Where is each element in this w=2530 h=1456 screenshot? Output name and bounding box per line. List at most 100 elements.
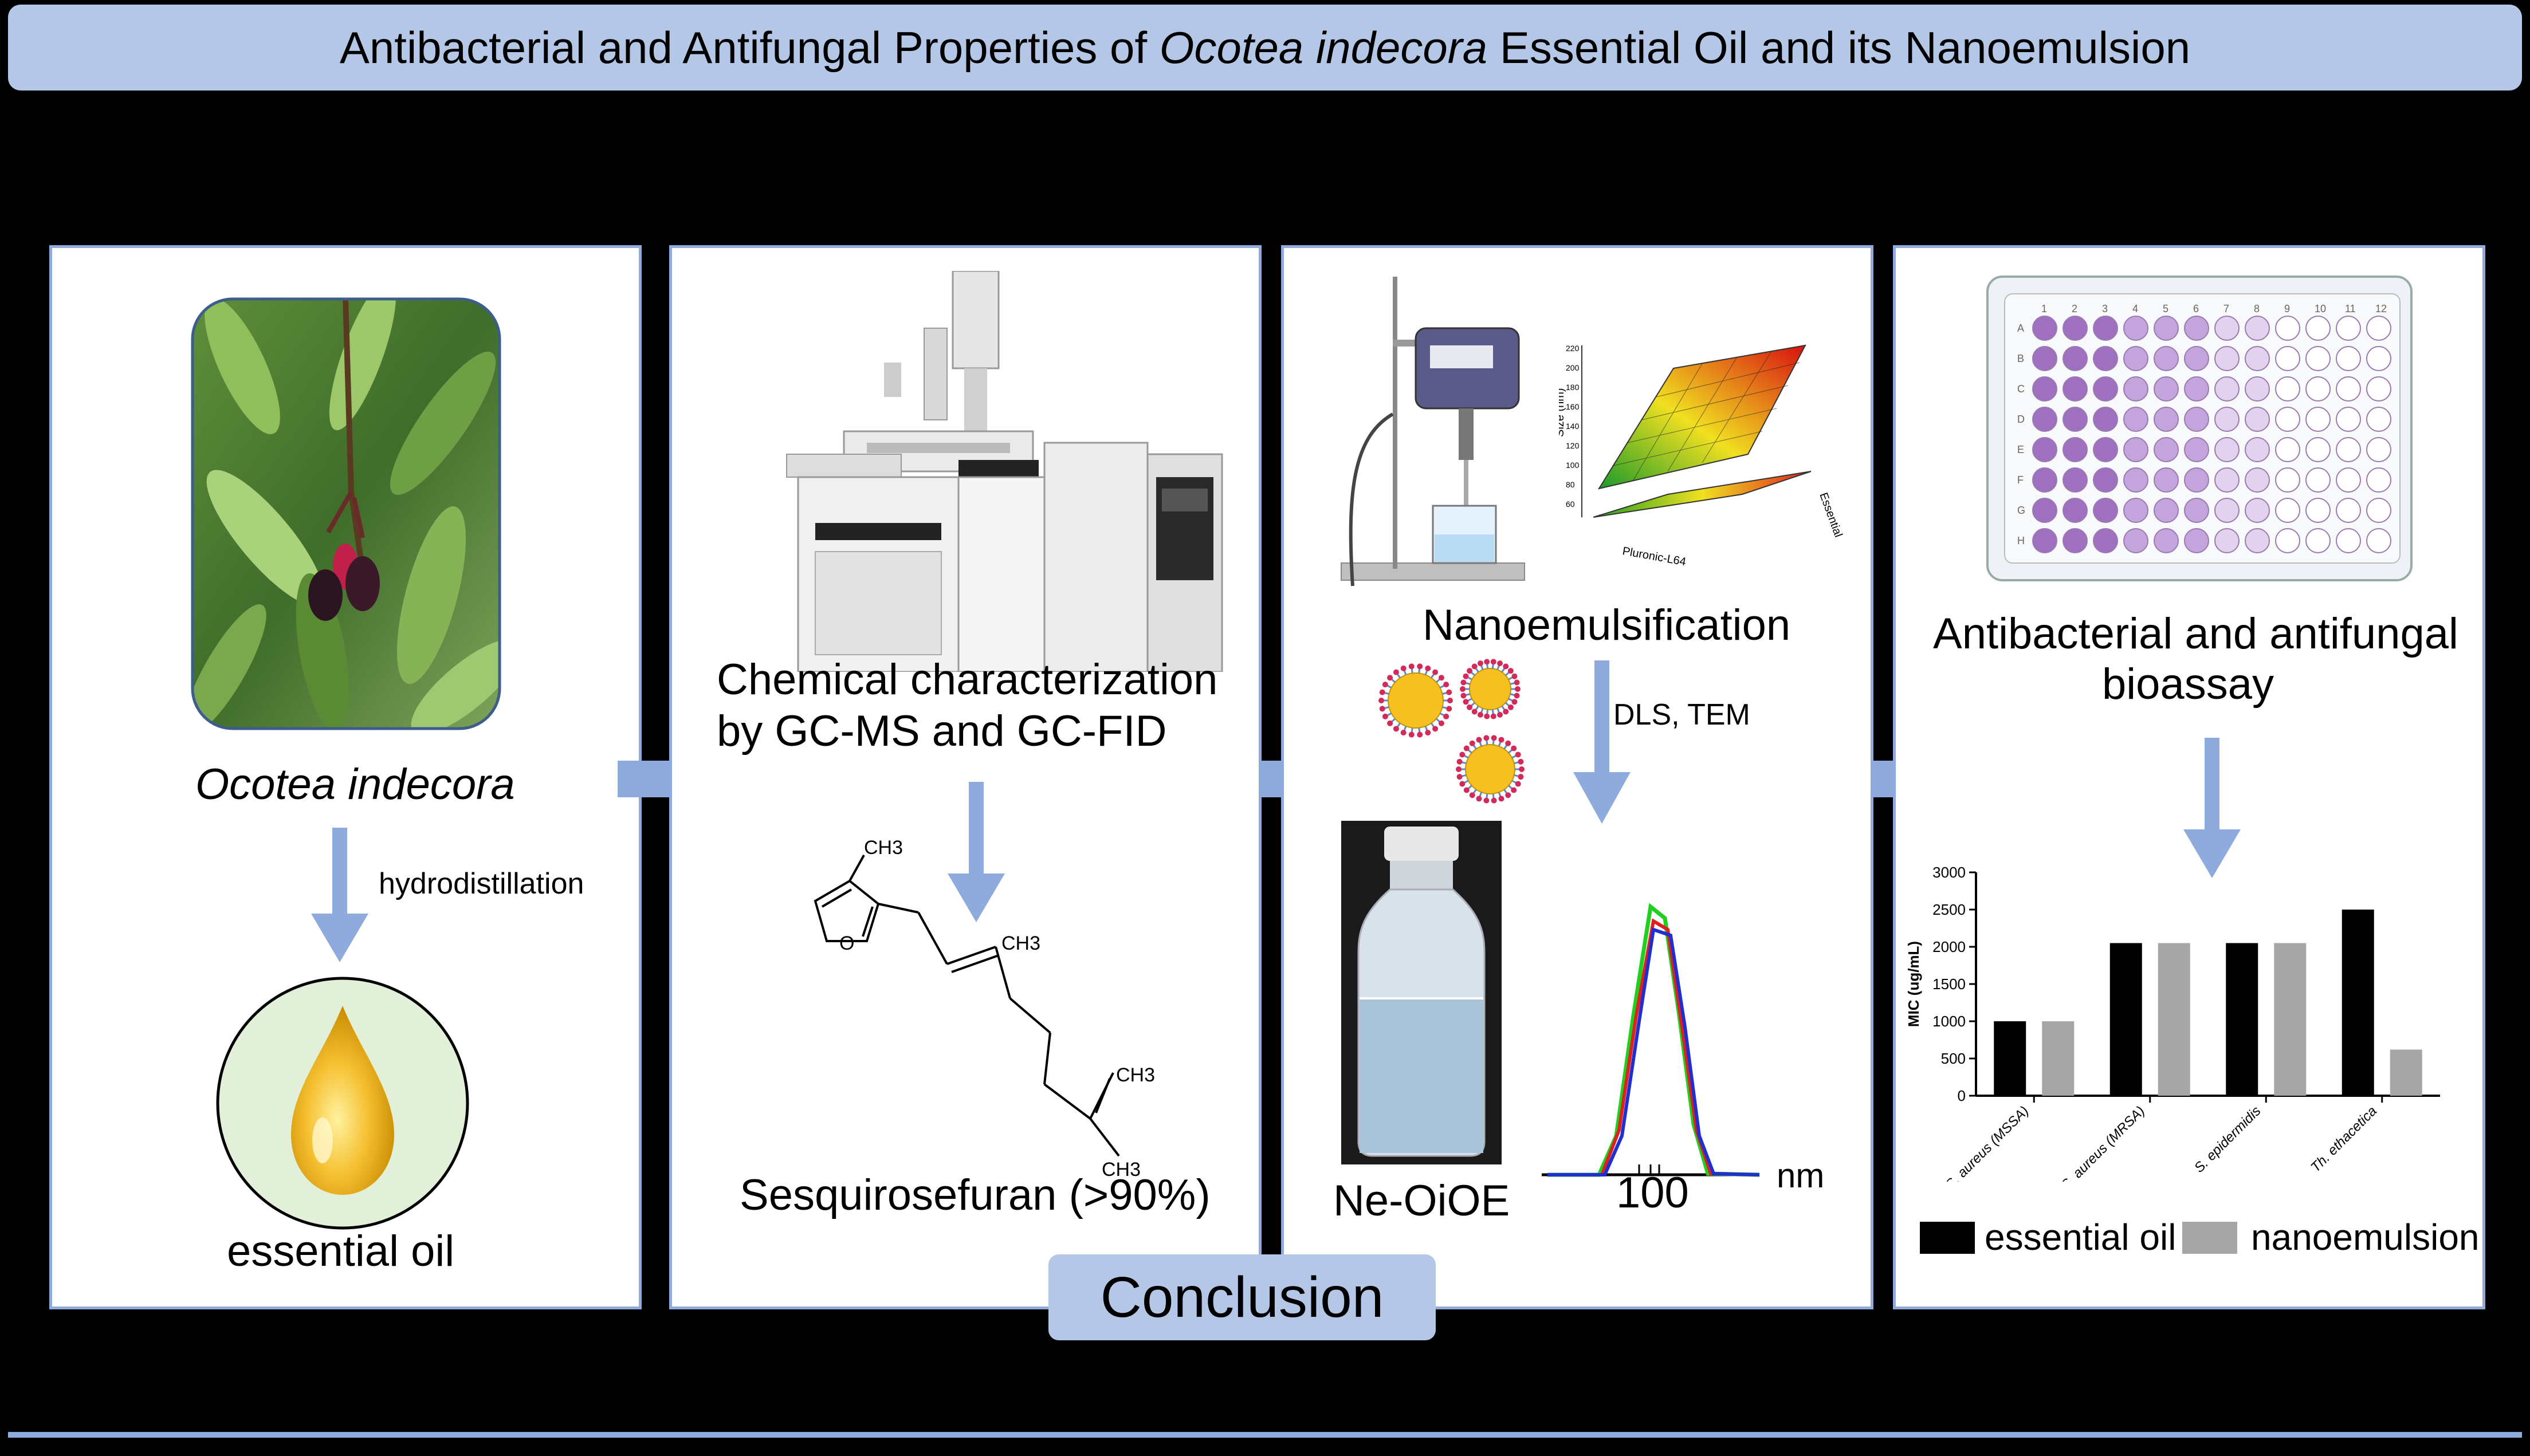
micelle-head xyxy=(1400,730,1407,736)
plate-column-label: 2 xyxy=(2072,303,2077,314)
legend-label-nanoemulsion: nanoemulsion xyxy=(2251,1217,2480,1258)
plate-column-label: 8 xyxy=(2254,303,2260,314)
micelle-head xyxy=(1379,689,1385,695)
gc-ms-instrument-icon xyxy=(786,271,1223,672)
compound-label: Sesquirosefuran (>90%) xyxy=(740,1171,1211,1219)
plate-well xyxy=(2123,407,2148,432)
plate-well xyxy=(2032,437,2057,462)
bar xyxy=(2390,1049,2422,1096)
y-tick-label: 3000 xyxy=(1932,864,1966,881)
micelle-head xyxy=(1507,668,1514,674)
plate-well xyxy=(2184,376,2209,402)
plate-well xyxy=(2305,316,2331,341)
plate-well xyxy=(2123,346,2148,371)
plate-well xyxy=(2184,498,2209,523)
plate-well xyxy=(2366,528,2391,553)
plate-well xyxy=(2214,437,2240,462)
micelle-head xyxy=(1456,766,1462,772)
sonicator-icon xyxy=(1341,277,1525,587)
essential-oil-label: essential oil xyxy=(227,1227,455,1276)
plate-well xyxy=(2275,376,2300,402)
plate-column-label: 9 xyxy=(2284,303,2290,314)
micelle-head xyxy=(1469,792,1475,798)
micelle-head xyxy=(1467,668,1473,674)
plate-well xyxy=(2275,346,2300,371)
plate-well xyxy=(2093,407,2118,432)
plate-row-label: A xyxy=(2017,322,2024,334)
surface-ytick-label: 100 xyxy=(1566,461,1580,470)
bar xyxy=(2042,1021,2075,1096)
plate-row-label: B xyxy=(2017,353,2024,364)
micelle-head xyxy=(1503,663,1509,670)
plate-well xyxy=(2245,528,2270,553)
arrow-down-icon xyxy=(2183,738,2241,878)
panel-chemical-characterization: Chemical characterization by GC-MS and G… xyxy=(669,245,1262,1309)
plate-well xyxy=(2154,498,2179,523)
conclusion-button[interactable]: Conclusion xyxy=(1048,1254,1436,1340)
micelle-head xyxy=(1459,781,1466,787)
plate-well xyxy=(2184,316,2209,341)
micelle-head xyxy=(1460,692,1467,699)
method-line2: by GC-MS and GC-FID xyxy=(717,707,1167,755)
plate-well xyxy=(2062,528,2088,553)
micelle-head xyxy=(1477,660,1483,667)
micelle-head xyxy=(1443,713,1449,719)
plate-well xyxy=(2214,376,2240,402)
hydrodistillation-label: hydrodistillation xyxy=(379,867,584,900)
plate-well xyxy=(2366,346,2391,371)
response-surface-plot: Size (nm) Pluronic-L64 Essential 2202001… xyxy=(1559,344,1845,568)
micelle-head xyxy=(1432,669,1439,675)
micelle-head xyxy=(1483,735,1490,741)
legend-swatch-nanoemulsion xyxy=(2182,1222,2237,1254)
micelle-head xyxy=(1511,787,1517,793)
essential-oil-drop-icon xyxy=(216,977,469,1230)
plant-name-label: Ocotea indecora xyxy=(195,760,515,809)
plate-column-label: 4 xyxy=(2132,303,2138,314)
plate-well xyxy=(2366,467,2391,493)
plate-well xyxy=(2305,376,2331,402)
plate-well xyxy=(2245,437,2270,462)
micelle-head xyxy=(1515,781,1521,787)
micelle-head xyxy=(1498,737,1504,743)
micelle-head xyxy=(1515,751,1521,758)
micelle-head xyxy=(1460,679,1467,686)
micelle-head xyxy=(1498,796,1504,802)
plate-well xyxy=(2184,467,2209,493)
plate-well xyxy=(2336,498,2361,523)
surface-ylabel: Size (nm) xyxy=(1559,388,1566,437)
panel-plant-source: Ocotea indecora hydrodistillation essent… xyxy=(49,245,642,1309)
arrow-down-icon xyxy=(948,782,1005,922)
plate-well xyxy=(2062,437,2088,462)
plate-well xyxy=(2275,407,2300,432)
dls-tem-label: DLS, TEM xyxy=(1613,698,1750,731)
plate-row-label: C xyxy=(2017,383,2025,395)
plate-well xyxy=(2366,437,2391,462)
plate-well xyxy=(2366,498,2391,523)
plate-well xyxy=(2305,346,2331,371)
plate-well xyxy=(2336,528,2361,553)
plate-well xyxy=(2214,528,2240,553)
bar xyxy=(1994,1021,2026,1096)
plate-well xyxy=(2336,316,2361,341)
plate-well xyxy=(2245,407,2270,432)
micelle-head xyxy=(1471,709,1478,715)
plate-well xyxy=(2366,407,2391,432)
y-tick-label: 2500 xyxy=(1932,901,1966,918)
plate-well xyxy=(2154,316,2179,341)
micelle-head xyxy=(1456,774,1463,780)
micelle-head xyxy=(1463,673,1469,679)
plate-well xyxy=(2305,498,2331,523)
plate-column-label: 5 xyxy=(2163,303,2168,314)
micelle-head xyxy=(1432,726,1439,732)
nanoemulsion-bottle-photo xyxy=(1341,821,1502,1164)
y-tick-label: 0 xyxy=(1958,1087,1966,1104)
micelle-head xyxy=(1476,737,1482,743)
plate-well xyxy=(2093,316,2118,341)
micelle-head xyxy=(1490,713,1496,719)
micelle-head xyxy=(1484,659,1490,665)
divider xyxy=(8,1432,2522,1438)
plate-well xyxy=(2275,528,2300,553)
micelle-head xyxy=(1382,713,1388,719)
micelle-head xyxy=(1378,698,1384,703)
